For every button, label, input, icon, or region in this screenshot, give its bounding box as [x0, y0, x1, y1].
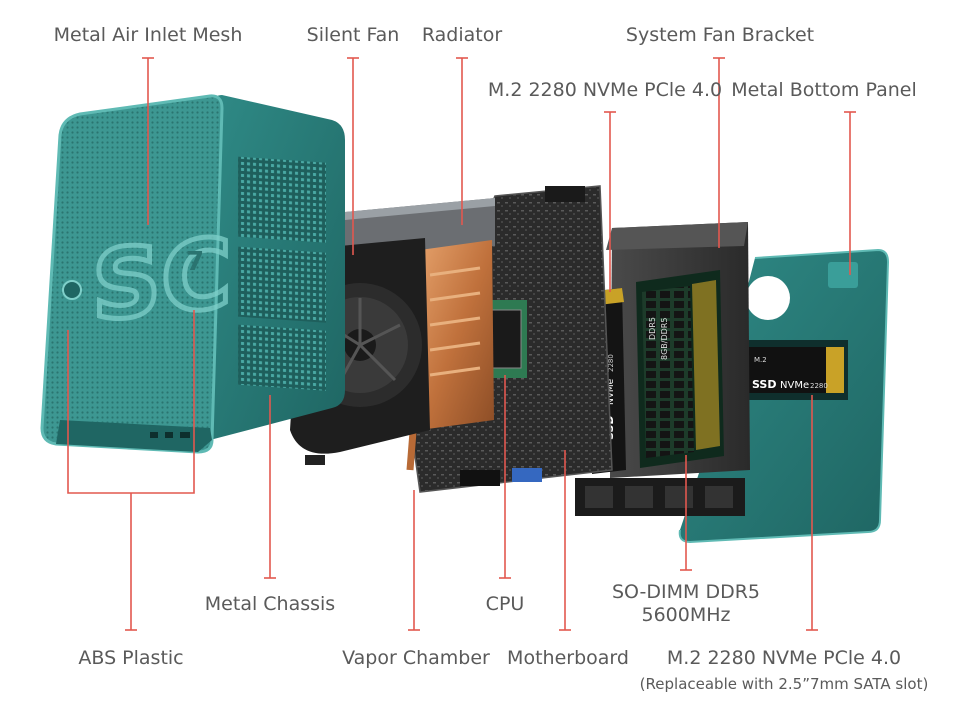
m2-ssd-bottom: SSD NVMe 2280 M.2 — [748, 347, 844, 393]
size-left-text: 2280 — [607, 354, 615, 372]
chassis: SC 7 — [40, 94, 345, 454]
label-so-dimm-line1: SO-DIMM DDR5 — [611, 581, 761, 603]
label-radiator: Radiator — [421, 24, 503, 46]
ssd-right-text: SSD — [752, 378, 776, 391]
leader-lines — [67, 57, 856, 631]
label-cpu: CPU — [485, 593, 525, 615]
chassis-eye-icon — [62, 280, 82, 300]
size-right-text: 2280 — [810, 382, 828, 390]
label-m2-bottom: M.2 2280 NVMe PCle 4.0 — [666, 647, 902, 669]
chassis-number-text: 7 — [186, 247, 204, 277]
label-vapor-chamber: Vapor Chamber — [342, 647, 490, 669]
nvme-left-text: NVMe — [606, 378, 616, 405]
label-m2-top: M.2 2280 NVMe PCle 4.0 — [487, 79, 723, 101]
label-metal-air-inlet-mesh: Metal Air Inlet Mesh — [53, 24, 243, 46]
label-metal-bottom-panel: Metal Bottom Panel — [731, 79, 917, 101]
m2-small-text: M.2 — [754, 356, 767, 364]
ram-brand-text: DDR5 — [648, 317, 657, 340]
label-system-fan-bracket: System Fan Bracket — [625, 24, 815, 46]
chassis-logo-text: SC — [92, 217, 232, 343]
ram-model-text: 8GB/DDR5 — [660, 318, 669, 360]
label-silent-fan: Silent Fan — [306, 24, 400, 46]
nvme-right-text: NVMe — [780, 380, 809, 391]
leader-abs-plastic — [67, 310, 195, 630]
label-m2-bottom-note: (Replaceable with 2.5”7mm SATA slot) — [639, 675, 929, 693]
so-dimm-modules: DDR5 8GB/DDR5 — [636, 270, 724, 468]
label-so-dimm-line2: 5600MHz — [641, 604, 731, 626]
label-metal-chassis: Metal Chassis — [204, 593, 336, 615]
label-abs-plastic: ABS Plastic — [78, 647, 184, 669]
label-motherboard: Motherboard — [507, 647, 629, 669]
